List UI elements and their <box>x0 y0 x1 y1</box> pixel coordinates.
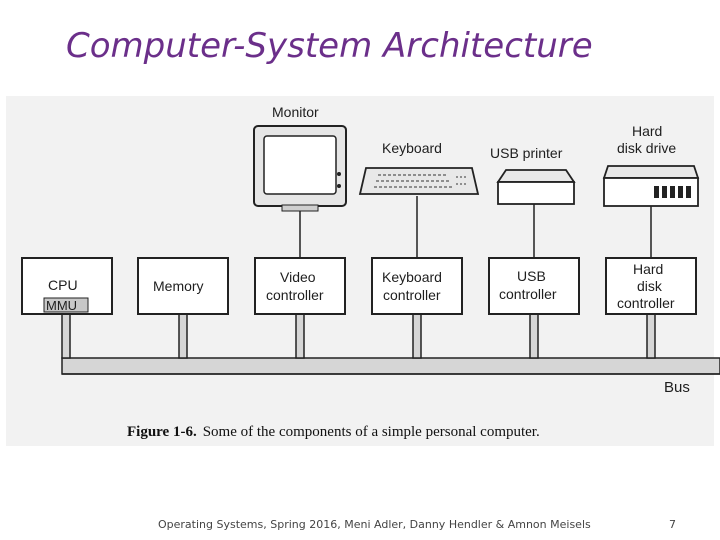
memory-box: Memory <box>137 257 229 315</box>
keyboard-controller-box: Keyboard controller <box>371 257 463 315</box>
system-bus <box>61 357 720 375</box>
keyboard-controller-label-2: controller <box>383 287 441 303</box>
keyboard-label: Keyboard <box>382 140 442 156</box>
bus-connectors <box>61 313 656 359</box>
figure-caption: Figure 1-6. Some of the components of a s… <box>127 424 540 441</box>
hard-disk-label-2: disk drive <box>617 140 676 156</box>
usb-controller-label-1: USB <box>517 268 546 284</box>
disk-controller-label-2: disk <box>637 278 663 294</box>
disk-controller-box: Hard disk controller <box>605 257 697 315</box>
keyboard-device: Keyboard <box>358 140 480 195</box>
figure-panel <box>6 96 714 446</box>
drive-bays-icon <box>654 186 691 198</box>
bus-label: Bus <box>664 379 690 396</box>
video-controller-label-2: controller <box>266 287 324 303</box>
monitor-label: Monitor <box>272 104 319 120</box>
keyboard-keys-icon <box>374 174 468 188</box>
usb-controller-box: USB controller <box>488 257 580 315</box>
disk-controller-label-3: controller <box>617 295 675 311</box>
slide-footer: Operating Systems, Spring 2016, Meni Adl… <box>158 518 591 531</box>
slide-title: Computer-System Architecture <box>66 26 593 66</box>
usb-printer-device: USB printer <box>490 145 576 205</box>
cpu-box: CPU MMU <box>21 257 113 315</box>
video-controller-box: Video controller <box>254 257 346 315</box>
figure-caption-label: Figure 1-6. <box>127 424 197 440</box>
monitor-device: Monitor <box>253 104 347 212</box>
memory-label: Memory <box>153 278 204 294</box>
usb-printer-label: USB printer <box>490 145 563 161</box>
mmu-label: MMU <box>46 298 77 313</box>
figure-caption-text: Some of the components of a simple perso… <box>202 424 540 440</box>
hard-disk-label-1: Hard <box>632 123 662 139</box>
cpu-label: CPU <box>48 277 78 293</box>
hard-disk-device: Hard disk drive <box>602 123 700 207</box>
device-cables <box>299 196 652 258</box>
usb-controller-label-2: controller <box>499 286 557 302</box>
keyboard-controller-label-1: Keyboard <box>382 269 442 285</box>
page-number: 7 <box>669 518 676 531</box>
disk-controller-label-1: Hard <box>633 261 663 277</box>
video-controller-label-1: Video <box>280 269 316 285</box>
